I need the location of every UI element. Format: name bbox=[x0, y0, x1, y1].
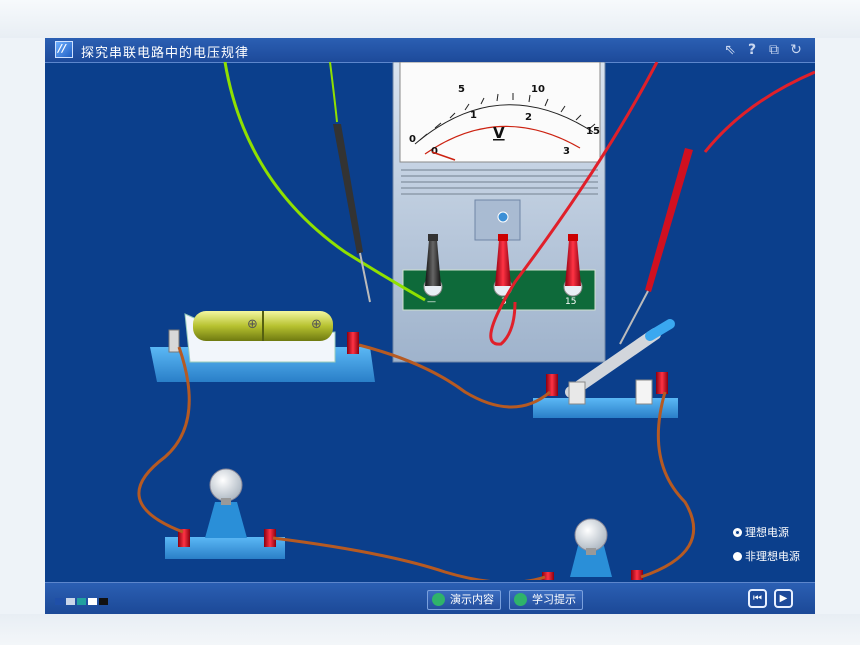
radio-ideal-label: 理想电源 bbox=[745, 526, 789, 539]
help-icon[interactable]: ? bbox=[747, 42, 757, 58]
radio-non-ideal-label: 非理想电源 bbox=[745, 550, 800, 563]
meter-dial bbox=[399, 61, 601, 163]
bottom-toolbar: 演示内容 学习提示 ⏮ ▶ bbox=[45, 582, 815, 614]
meter-scale-ticks bbox=[414, 93, 596, 145]
scale-bottom-2: 2 bbox=[525, 112, 532, 123]
black-probe[interactable] bbox=[333, 124, 371, 303]
bulb-2[interactable] bbox=[530, 518, 650, 609]
terminal-label-15: 15 bbox=[565, 297, 576, 307]
arrow-right-icon bbox=[514, 593, 527, 606]
terminal-label-negative: — bbox=[427, 297, 436, 307]
check-icon bbox=[432, 593, 445, 606]
battery-negative-terminal[interactable] bbox=[168, 329, 180, 353]
battery-plus-1: ⊕ bbox=[247, 317, 258, 332]
switch-contact bbox=[635, 379, 653, 405]
swatch-5[interactable] bbox=[99, 598, 108, 605]
radio-ideal-dot bbox=[733, 528, 742, 537]
meter-needle bbox=[431, 151, 456, 161]
zero-adjust-screw-icon[interactable] bbox=[497, 211, 509, 223]
black-probe-wire bbox=[329, 61, 338, 123]
swatch-1[interactable] bbox=[55, 598, 64, 605]
radio-non-ideal-dot bbox=[733, 552, 742, 561]
window-title: 探究串联电路中的电压规律 bbox=[81, 46, 250, 61]
circuit-scene: 0 5 10 15 0 1 2 3 V bbox=[45, 61, 815, 609]
battery-plus-2: ⊕ bbox=[311, 317, 322, 332]
title-bar: // 探究串联电路中的电压规律 ⇖ ? ⧉ ↻ bbox=[45, 38, 815, 63]
swatch-2[interactable] bbox=[66, 598, 75, 605]
app-logo-text: // bbox=[58, 42, 67, 55]
refresh-icon[interactable]: ↻ bbox=[790, 42, 802, 58]
voltmeter[interactable]: 0 5 10 15 0 1 2 3 V bbox=[392, 61, 606, 363]
copper-wires bbox=[137, 343, 696, 584]
radio-non-ideal-power[interactable]: 非理想电源 bbox=[733, 548, 800, 564]
terminal-3v-knob[interactable] bbox=[495, 234, 511, 286]
simulation-window: // 探究串联电路中的电压规律 ⇖ ? ⧉ ↻ bbox=[45, 38, 815, 614]
bottom-border bbox=[0, 614, 860, 645]
study-tips-button[interactable]: 学习提示 bbox=[509, 590, 583, 610]
zero-adjust-plate bbox=[474, 199, 521, 241]
scale-bottom-3: 3 bbox=[563, 146, 570, 157]
study-tips-label: 学习提示 bbox=[532, 593, 576, 606]
swatch-4[interactable] bbox=[88, 598, 97, 605]
scale-top-0: 0 bbox=[409, 134, 416, 145]
play-button[interactable]: ▶ bbox=[774, 589, 793, 608]
meter-red-arc bbox=[424, 125, 581, 155]
battery-positive-terminal[interactable] bbox=[347, 332, 359, 354]
scale-top-5: 5 bbox=[458, 84, 465, 95]
bulb-1[interactable] bbox=[165, 468, 285, 559]
circuit-drawing: 0 5 10 15 0 1 2 3 V bbox=[137, 61, 815, 609]
restore-icon[interactable]: ⧉ bbox=[769, 42, 779, 58]
swatch-3[interactable] bbox=[77, 598, 86, 605]
app-logo-icon: // bbox=[55, 41, 73, 58]
demo-content-label: 演示内容 bbox=[450, 593, 494, 606]
scale-top-10: 10 bbox=[531, 84, 545, 95]
meter-vent bbox=[401, 169, 598, 195]
red-probe[interactable] bbox=[619, 148, 693, 345]
scale-bottom-0: 0 bbox=[431, 146, 438, 157]
first-page-button[interactable]: ⏮ bbox=[748, 589, 767, 608]
green-lead-wire bbox=[223, 61, 426, 302]
top-border bbox=[0, 0, 860, 38]
scale-top-15: 15 bbox=[586, 126, 600, 137]
terminal-negative-knob[interactable] bbox=[425, 234, 441, 286]
meter-unit-label: V bbox=[493, 124, 505, 142]
red-lead-wire bbox=[489, 61, 659, 346]
pointer-icon[interactable]: ⇖ bbox=[724, 42, 736, 58]
red-probe-wire bbox=[703, 70, 815, 153]
scale-bottom-1: 1 bbox=[470, 110, 477, 121]
terminal-15v-knob[interactable] bbox=[565, 234, 581, 286]
radio-ideal-power[interactable]: 理想电源 bbox=[733, 524, 789, 540]
demo-content-button[interactable]: 演示内容 bbox=[427, 590, 501, 610]
battery-holder[interactable]: ⊕ ⊕ bbox=[150, 311, 375, 382]
switch[interactable] bbox=[533, 319, 678, 418]
